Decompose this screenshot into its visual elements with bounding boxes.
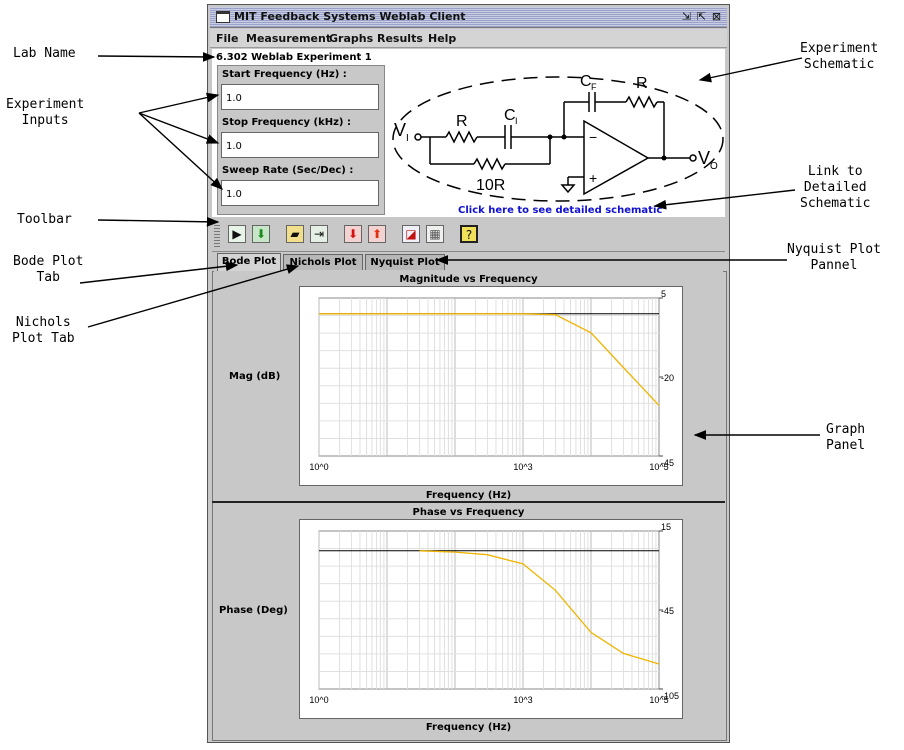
sweep-rate-input[interactable]: 1.0 [221,180,379,206]
tab-nyquist-plot[interactable]: Nyquist Plot [365,254,445,270]
annotation-lab-name: Lab Name [13,46,76,61]
x-tick-label: 10^5 [649,462,668,472]
plot-area [318,297,660,457]
x-tick-label: 10^0 [309,462,328,472]
x-tick-label: 10^3 [513,695,532,705]
phase-chart[interactable]: 10^0 10^3 10^5 15 -45 -105 [299,519,683,719]
menu-file[interactable]: File [216,32,239,45]
phase-y-label: Phase (Deg) [219,605,288,616]
menu-bar: File Measurement Graphs Results Help [210,29,727,48]
import-icon[interactable]: ⬇ [344,225,362,243]
window-icon [216,11,230,23]
magnitude-title: Magnitude vs Frequency [399,274,538,285]
minimize-icon[interactable]: ⇲ [681,10,692,23]
y-tick-label: -45 [661,606,674,616]
x-tick-label: 10^5 [649,695,668,705]
ci-subscript: I [515,116,518,126]
r-label: R [456,113,468,130]
detailed-schematic-link[interactable]: Click here to see detailed schematic [458,205,663,216]
download-icon[interactable]: ⬇ [252,225,270,243]
stop-frequency-label: Stop Frequency (kHz) : [222,117,351,128]
maximize-icon[interactable]: ⇱ [696,10,707,23]
help-icon[interactable]: ? [460,225,478,243]
menu-measurement[interactable]: Measurement [246,32,332,45]
graph-icon[interactable]: ◪ [402,225,420,243]
stop-frequency-input[interactable]: 1.0 [221,132,379,158]
vi-label: V [394,120,406,140]
y-tick-label: 5 [661,289,666,299]
experiment-schematic[interactable]: V I V O R C I C F R 10R − + [388,57,725,205]
series-line [419,550,660,665]
10r-label: 10R [476,177,505,194]
cf-subscript: F [591,82,597,92]
app-window: MIT Feedback Systems Weblab Client ⇲ ⇱ ⊠… [207,4,730,743]
toolbar: ▶ ⬇ ▰ ⇥ ⬇ ⬆ ◪ ▦ ? [212,219,725,252]
graph-divider [212,501,725,503]
vi-subscript: I [406,133,409,144]
menu-results[interactable]: Results [377,32,423,45]
y-tick-label: -45 [661,458,674,468]
phase-title: Phase vs Frequency [412,507,525,518]
lab-name: 6.302 Weblab Experiment 1 [216,52,372,63]
experiment-panel: 6.302 Weblab Experiment 1 Start Frequenc… [212,49,725,217]
plus-sign: + [589,170,597,186]
x-tick-label: 10^0 [309,695,328,705]
tab-nichols-plot[interactable]: Nichols Plot [283,254,363,270]
magnitude-graph: Magnitude vs Frequency Mag (dB) 10^0 10^3… [214,271,723,501]
close-icon[interactable]: ⊠ [711,10,722,23]
title-bar[interactable]: MIT Feedback Systems Weblab Client ⇲ ⇱ ⊠ [210,7,727,28]
toolbar-grip[interactable] [214,223,220,247]
ci-label: C [504,107,516,124]
menu-graphs[interactable]: Graphs [329,32,374,45]
exit-icon[interactable]: ⇥ [310,225,328,243]
magnitude-chart[interactable]: 10^0 10^3 10^5 5 -20 -45 [299,286,683,486]
arrow-toolbar [97,216,220,227]
vo-label: V [698,148,710,168]
series-line [319,313,660,406]
grid-icon[interactable]: ▦ [426,225,444,243]
menu-help[interactable]: Help [428,32,457,45]
graph-tabs: Bode Plot Nichols Plot Nyquist Plot [212,253,725,271]
minus-sign: − [589,129,597,145]
run-icon[interactable]: ▶ [228,225,246,243]
cf-label: C [580,73,592,90]
vo-subscript: O [710,161,718,172]
tab-bode-plot[interactable]: Bode Plot [217,253,281,271]
export-icon[interactable]: ⬆ [368,225,386,243]
start-frequency-input[interactable]: 1.0 [221,84,379,110]
x-tick-label: 10^3 [513,462,532,472]
rf-label: R [636,75,648,92]
open-folder-icon[interactable]: ▰ [286,225,304,243]
experiment-inputs: Start Frequency (Hz) : 1.0 Stop Frequenc… [217,65,385,215]
sweep-rate-label: Sweep Rate (Sec/Dec) : [222,165,354,176]
magnitude-y-label: Mag (dB) [229,371,281,382]
plot-area [318,530,660,690]
arrow-lab-name [97,52,216,62]
start-frequency-label: Start Frequency (Hz) : [222,69,347,80]
phase-x-label: Frequency (Hz) [425,722,512,733]
y-tick-label: -105 [661,691,679,701]
annotation-toolbar: Toolbar [17,212,72,227]
window-title: MIT Feedback Systems Weblab Client [234,10,466,23]
magnitude-x-label: Frequency (Hz) [425,490,512,501]
y-tick-label: 15 [661,522,671,532]
y-tick-label: -20 [661,373,674,383]
